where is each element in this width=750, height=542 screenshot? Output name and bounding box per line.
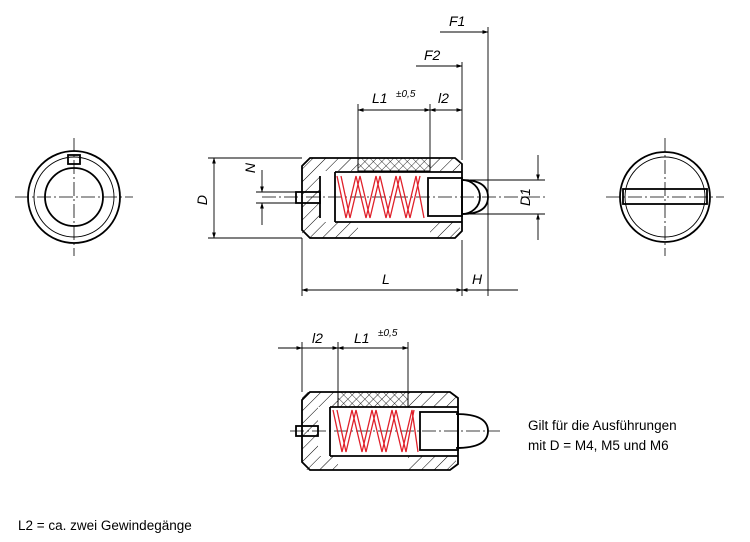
label-n: N xyxy=(242,162,258,173)
main-section-view xyxy=(262,157,545,239)
variant-note-line1: Gilt für die Ausführungen xyxy=(528,418,677,433)
variant-label-l1-tolerance: ±0,5 xyxy=(378,328,398,339)
label-d1: D1 xyxy=(517,188,533,206)
main-dimension-labels: F1 F2 L1 ±0,5 l2 D N D1 L H xyxy=(194,13,533,287)
label-h: H xyxy=(472,271,483,287)
label-f1: F1 xyxy=(449,13,465,29)
variant-dimensions: l2 L1 ±0,5 xyxy=(278,328,409,392)
variant-label-l2: l2 xyxy=(312,330,323,346)
label-l1-tolerance: ±0,5 xyxy=(396,89,416,100)
variant-note-line2: mit D = M4, M5 und M6 xyxy=(528,438,669,453)
label-l2: l2 xyxy=(438,90,449,106)
left-end-view xyxy=(15,138,133,256)
variant-section-view xyxy=(290,391,500,471)
label-l: L xyxy=(382,271,390,287)
label-f2: F2 xyxy=(424,47,441,63)
footer-note: L2 = ca. zwei Gewindegänge xyxy=(18,518,192,533)
label-d: D xyxy=(194,195,210,205)
variant-label-l1: L1 xyxy=(354,330,370,346)
label-l1: L1 xyxy=(372,90,388,106)
main-dimensions xyxy=(208,27,545,296)
right-end-view xyxy=(606,138,724,256)
